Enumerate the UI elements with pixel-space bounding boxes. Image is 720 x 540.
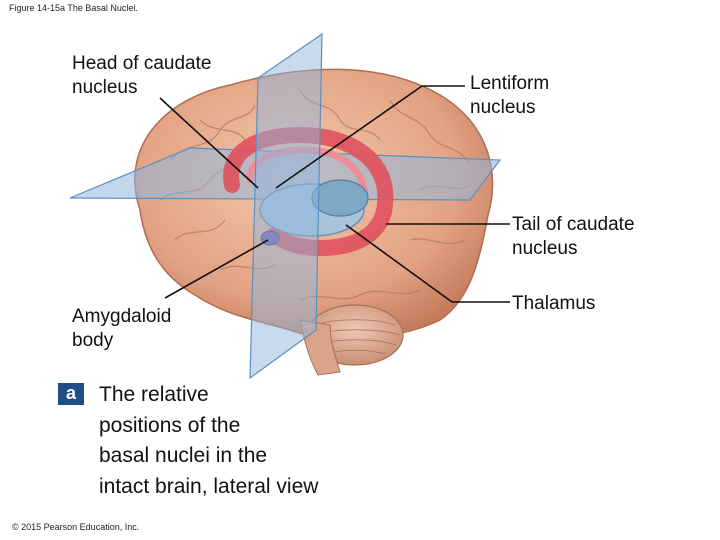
label-line: nucleus: [512, 238, 578, 259]
label-amygdaloid-body: Amygdaloid body: [72, 305, 171, 353]
leader-head-caudate: [159, 97, 259, 189]
caption-line: basal nuclei in the: [99, 444, 268, 467]
label-line: Amygdaloid: [72, 306, 172, 327]
thalamus: [311, 179, 369, 217]
caption-line: positions of the: [99, 413, 241, 437]
leader-thalamus-diag: [345, 224, 453, 303]
label-tail-of-caudate-nucleus: Tail of caudate nucleus: [512, 213, 635, 261]
label-line: nucleus: [72, 77, 138, 98]
caption-line: intact brain, lateral view: [99, 474, 319, 498]
leader-lines: [159, 85, 510, 303]
panel-letter-badge: a: [58, 383, 84, 405]
label-line: Tail of caudate: [512, 214, 635, 235]
caption-line: The relative: [99, 383, 209, 406]
leader-amygdaloid: [164, 239, 269, 299]
label-line: body: [72, 330, 114, 351]
leader-lentiform-diag: [275, 85, 423, 189]
figure-title: Figure 14-15a The Basal Nuclei.: [9, 3, 138, 13]
label-line: Thalamus: [512, 293, 596, 314]
label-line: Head of caudate: [72, 53, 212, 74]
label-line: Lentiform: [470, 73, 550, 94]
label-lentiform-nucleus: Lentiform nucleus: [470, 72, 549, 120]
vertical-plane: [249, 32, 323, 380]
label-line: nucleus: [470, 97, 536, 118]
label-thalamus: Thalamus: [512, 292, 595, 316]
panel-caption: The relative positions of the basal nucl…: [99, 380, 318, 502]
copyright-notice: © 2015 Pearson Education, Inc.: [12, 522, 140, 532]
label-head-of-caudate-nucleus: Head of caudate nucleus: [72, 52, 211, 100]
